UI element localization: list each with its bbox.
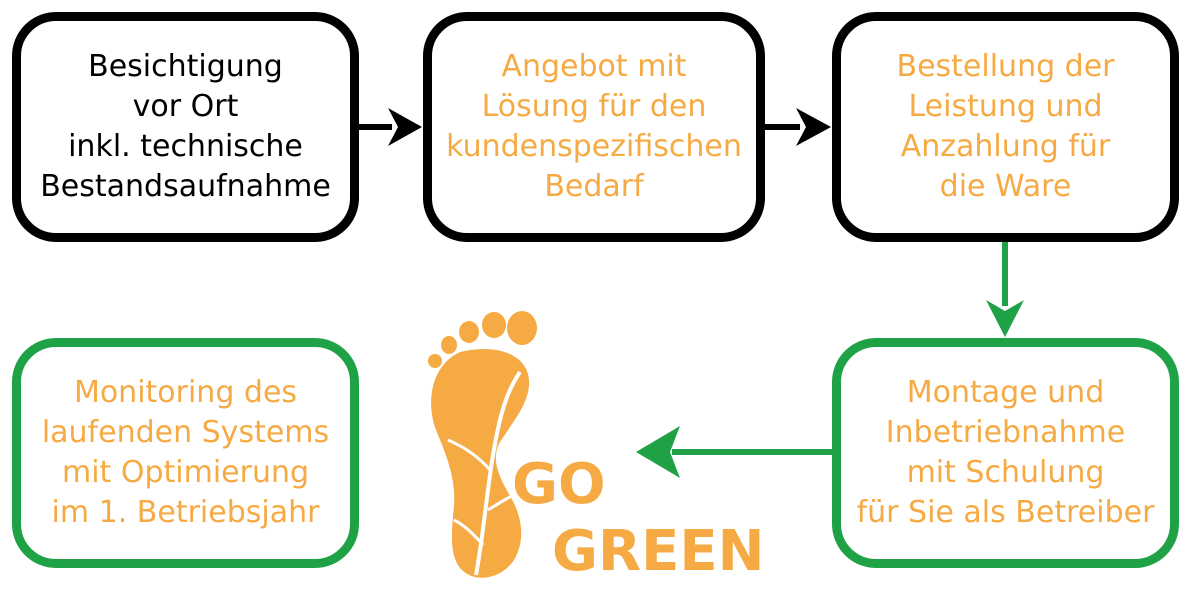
leaf-vein-1	[447, 438, 492, 471]
step-text-line: Bestandsaufnahme	[40, 169, 331, 204]
step-text-line: Bedarf	[544, 169, 644, 204]
step-text-line: inkl. technische	[68, 129, 303, 164]
step-text-line: Besichtigung	[88, 49, 283, 84]
step-text-line: im 1. Betriebsjahr	[51, 495, 320, 530]
step-text-line: Anzahlung für	[900, 129, 1111, 164]
arrow-bestellung-to-montage	[986, 242, 1024, 337]
arrow-besichtigung-to-angebot	[359, 108, 422, 146]
step-text-line: Leistung und	[908, 89, 1103, 124]
toe-3	[459, 321, 479, 343]
step-text-line: für Sie als Betreiber	[856, 495, 1155, 530]
leaf-vein-3	[453, 518, 485, 546]
footprint-icon	[428, 311, 537, 578]
step-text-line: Bestellung der	[896, 49, 1115, 84]
step-text-line: Montage und	[906, 375, 1105, 410]
step-text-line: vor Ort	[132, 89, 239, 124]
step-text-line: die Ware	[939, 169, 1072, 204]
toe-2	[482, 312, 506, 338]
step-text-line: Angebot mit	[501, 49, 687, 84]
toe-4	[441, 336, 457, 354]
toe-5	[428, 354, 442, 368]
toe-1	[507, 311, 537, 345]
step-box-angebot: Angebot mit Lösung für den kundenspezifi…	[423, 12, 765, 242]
step-box-montage: Montage und Inbetriebnahme mit Schulung …	[832, 338, 1179, 568]
step-text-line: kundenspezifischen	[446, 129, 742, 164]
step-text-line: mit Optimierung	[61, 455, 310, 490]
step-box-besichtigung: Besichtigung vor Ort inkl. technische Be…	[12, 12, 359, 242]
logo-text-go: GO	[512, 452, 606, 517]
step-text-line: Monitoring des	[73, 375, 298, 410]
arrow-montage-to-logo	[636, 426, 832, 478]
logo-text-green: GREEN	[552, 519, 765, 584]
arrow-angebot-to-bestellung	[765, 108, 831, 146]
step-text-line: Inbetriebnahme	[885, 415, 1126, 450]
step-box-bestellung: Bestellung der Leistung und Anzahlung fü…	[832, 12, 1179, 242]
step-text-line: mit Schulung	[906, 455, 1105, 490]
step-box-monitoring: Monitoring des laufenden Systems mit Opt…	[12, 338, 359, 568]
step-text-line: Lösung für den	[481, 89, 707, 124]
step-text-line: laufenden Systems	[41, 415, 330, 450]
